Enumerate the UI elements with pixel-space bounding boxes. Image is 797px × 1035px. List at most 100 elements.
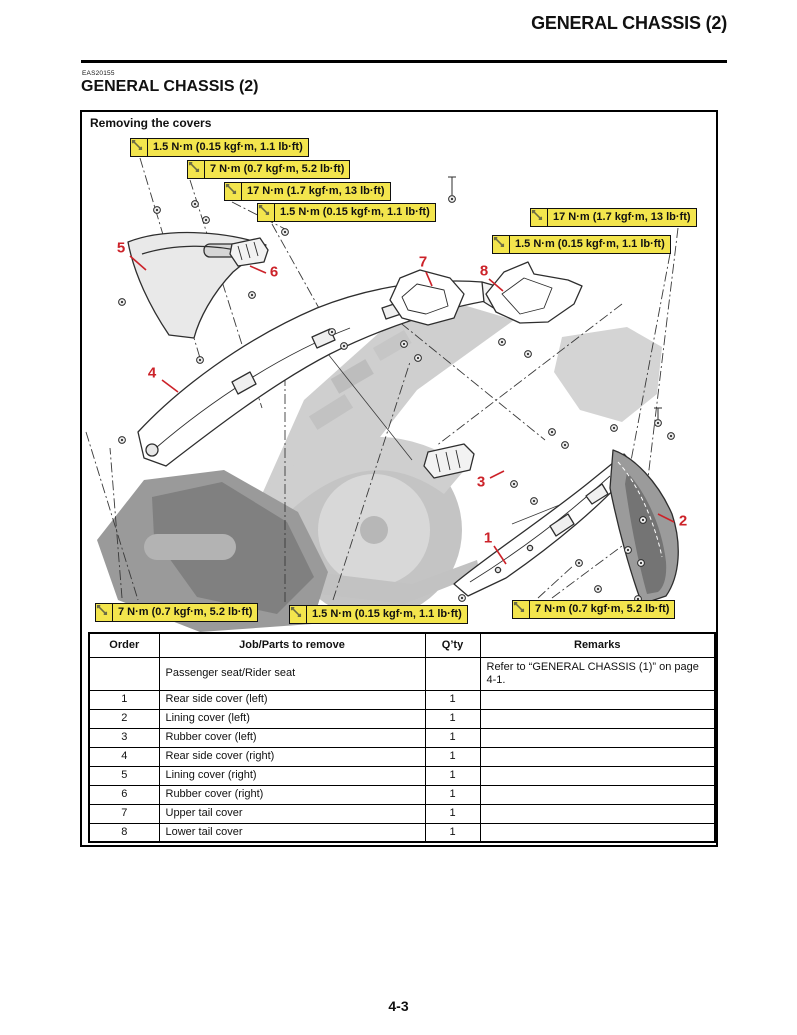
torque-label: 1.5 N·m (0.15 kgf·m, 1.1 lb·ft) bbox=[130, 138, 309, 157]
col-header-order: Order bbox=[88, 632, 160, 658]
table-row: 6 Rubber cover (right) 1 bbox=[88, 784, 716, 805]
torque-value: 7 N·m (0.7 kgf·m, 5.2 lb·ft) bbox=[210, 163, 345, 175]
col-header-job: Job/Parts to remove bbox=[158, 632, 426, 658]
table-row: 2 Lining cover (left) 1 bbox=[88, 708, 716, 729]
parts-table: Order Job/Parts to remove Q’ty Remarks P… bbox=[88, 632, 716, 843]
cell-order: 4 bbox=[88, 746, 160, 767]
callout-3: 3 bbox=[476, 473, 486, 491]
cell-qty: 1 bbox=[424, 765, 481, 786]
wrench-icon bbox=[513, 601, 530, 618]
cell-job: Lining cover (right) bbox=[158, 765, 426, 786]
cell-qty: 1 bbox=[424, 746, 481, 767]
cell-qty: 1 bbox=[424, 822, 481, 843]
part-rear-side-cover-left bbox=[453, 453, 636, 597]
callout-1: 1 bbox=[483, 529, 493, 547]
cell-qty: 1 bbox=[424, 689, 481, 710]
torque-label: 1.5 N·m (0.15 kgf·m, 1.1 lb·ft) bbox=[492, 235, 671, 254]
cell-qty: 1 bbox=[424, 727, 481, 748]
cell-job: Rear side cover (left) bbox=[158, 689, 426, 710]
callout-5: 5 bbox=[116, 239, 126, 257]
torque-value: 1.5 N·m (0.15 kgf·m, 1.1 lb·ft) bbox=[515, 238, 665, 250]
page-number: 4-3 bbox=[388, 998, 409, 1014]
wrench-icon bbox=[96, 604, 113, 621]
cell-order: 2 bbox=[88, 708, 160, 729]
wrench-icon bbox=[258, 204, 275, 221]
cell-remarks bbox=[479, 727, 716, 748]
torque-label: 7 N·m (0.7 kgf·m, 5.2 lb·ft) bbox=[512, 600, 676, 619]
cell-job: Upper tail cover bbox=[158, 803, 426, 824]
cell-order bbox=[88, 656, 160, 691]
cell-remarks bbox=[479, 708, 716, 729]
callout-6: 6 bbox=[269, 263, 279, 281]
torque-label: 1.5 N·m (0.15 kgf·m, 1.1 lb·ft) bbox=[289, 605, 468, 624]
cell-order: 5 bbox=[88, 765, 160, 786]
torque-label: 7 N·m (0.7 kgf·m, 5.2 lb·ft) bbox=[187, 160, 351, 179]
table-row: Passenger seat/Rider seat Refer to “GENE… bbox=[88, 656, 716, 691]
table-row: 8 Lower tail cover 1 bbox=[88, 822, 716, 843]
wrench-icon bbox=[290, 606, 307, 623]
torque-value: 7 N·m (0.7 kgf·m, 5.2 lb·ft) bbox=[118, 606, 253, 618]
part-upper-tail-cover bbox=[389, 269, 465, 326]
cell-job: Passenger seat/Rider seat bbox=[158, 656, 426, 691]
cell-qty bbox=[424, 656, 481, 691]
torque-label: 1.5 N·m (0.15 kgf·m, 1.1 lb·ft) bbox=[257, 203, 436, 222]
torque-label: 17 N·m (1.7 kgf·m, 13 lb·ft) bbox=[224, 182, 391, 201]
cell-remarks bbox=[479, 765, 716, 786]
torque-label: 17 N·m (1.7 kgf·m, 13 lb·ft) bbox=[530, 208, 697, 227]
cell-job: Lining cover (left) bbox=[158, 708, 426, 729]
cell-remarks bbox=[479, 822, 716, 843]
callout-7: 7 bbox=[418, 253, 428, 271]
part-lining-cover-left bbox=[609, 449, 679, 605]
wrench-icon bbox=[188, 161, 205, 178]
running-header-title: GENERAL CHASSIS (2) bbox=[531, 13, 727, 33]
part-rubber-cover-right bbox=[229, 237, 269, 267]
cell-order: 6 bbox=[88, 784, 160, 805]
part-lower-tail-cover bbox=[485, 261, 583, 324]
cell-qty: 1 bbox=[424, 803, 481, 824]
cell-job: Rear side cover (right) bbox=[158, 746, 426, 767]
figure-title: Removing the covers bbox=[90, 116, 212, 130]
wrench-icon bbox=[225, 183, 242, 200]
table-row: 4 Rear side cover (right) 1 bbox=[88, 746, 716, 767]
cell-order: 8 bbox=[88, 822, 160, 843]
table-header-row: Order Job/Parts to remove Q’ty Remarks bbox=[88, 632, 716, 658]
torque-value: 17 N·m (1.7 kgf·m, 13 lb·ft) bbox=[247, 185, 385, 197]
callout-4: 4 bbox=[147, 364, 157, 382]
cell-remarks bbox=[479, 746, 716, 767]
table-row: 5 Lining cover (right) 1 bbox=[88, 765, 716, 786]
wrench-icon bbox=[493, 236, 510, 253]
exploded-diagram: 1.5 N·m (0.15 kgf·m, 1.1 lb·ft) 7 N·m (0… bbox=[82, 132, 716, 632]
cell-remarks: Refer to “GENERAL CHASSIS (1)” on page 4… bbox=[479, 656, 716, 691]
table-row: 7 Upper tail cover 1 bbox=[88, 803, 716, 824]
callout-ticks bbox=[129, 255, 675, 565]
cell-remarks bbox=[479, 803, 716, 824]
torque-value: 17 N·m (1.7 kgf·m, 13 lb·ft) bbox=[553, 211, 691, 223]
table-row: 1 Rear side cover (left) 1 bbox=[88, 689, 716, 710]
cell-order: 3 bbox=[88, 727, 160, 748]
table-row: 3 Rubber cover (left) 1 bbox=[88, 727, 716, 748]
figure-box: Removing the covers bbox=[80, 110, 718, 847]
cell-remarks bbox=[479, 689, 716, 710]
torque-value: 1.5 N·m (0.15 kgf·m, 1.1 lb·ft) bbox=[312, 608, 462, 620]
cell-order: 7 bbox=[88, 803, 160, 824]
section-code: EAS20155 bbox=[82, 70, 115, 77]
callout-8: 8 bbox=[479, 262, 489, 280]
col-header-remarks: Remarks bbox=[479, 632, 716, 658]
leader-lines bbox=[85, 157, 679, 602]
wrench-icon bbox=[131, 139, 148, 156]
cell-order: 1 bbox=[88, 689, 160, 710]
section-title: GENERAL CHASSIS (2) bbox=[81, 78, 259, 95]
cell-job: Rubber cover (left) bbox=[158, 727, 426, 748]
callout-2: 2 bbox=[678, 512, 688, 530]
header-rule bbox=[81, 60, 727, 63]
wrench-icon bbox=[531, 209, 548, 226]
col-header-qty: Q’ty bbox=[424, 632, 481, 658]
ghost-motorcycle bbox=[97, 304, 662, 632]
diagram-drawing bbox=[85, 157, 679, 632]
torque-value: 1.5 N·m (0.15 kgf·m, 1.1 lb·ft) bbox=[280, 206, 430, 218]
part-rubber-cover-left bbox=[423, 443, 475, 479]
torque-label: 7 N·m (0.7 kgf·m, 5.2 lb·ft) bbox=[95, 603, 259, 622]
torque-value: 1.5 N·m (0.15 kgf·m, 1.1 lb·ft) bbox=[153, 141, 303, 153]
cell-job: Rubber cover (right) bbox=[158, 784, 426, 805]
cell-remarks bbox=[479, 784, 716, 805]
